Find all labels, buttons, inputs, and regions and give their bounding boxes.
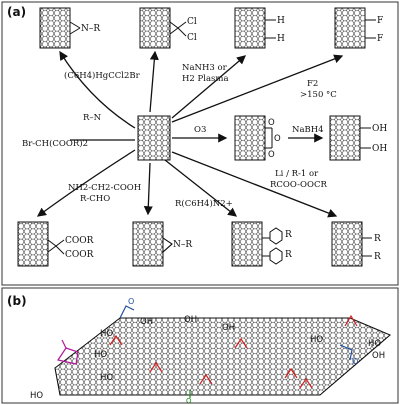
hydroxyl-label-4: HO	[100, 329, 113, 339]
hydroxyl-label-6: HO	[310, 335, 323, 345]
group-coor-2: COOR	[65, 250, 94, 260]
reagent-prato-2: R-CHO	[80, 194, 110, 204]
nanotube-top-right	[234, 7, 266, 49]
group-f-2: F	[377, 34, 383, 44]
group-r-aryl-1: R	[285, 230, 292, 240]
hydroxyl-label-3: OH	[222, 323, 235, 333]
svg-text:O: O	[274, 134, 281, 144]
reagent-fluorination-2: >150 °C	[300, 90, 337, 100]
nanotube-bottom-right	[231, 221, 263, 267]
pyrrolidine-ring	[162, 237, 173, 253]
panel-b-label: (b)	[7, 294, 27, 308]
hydroxyl-label-1: OH	[140, 317, 153, 327]
group-r-aryl-2: R	[285, 250, 292, 260]
svg-text:O: O	[128, 297, 134, 306]
hydroxyl-label-9: HO	[100, 373, 113, 383]
lactone-group	[57, 339, 79, 365]
reagent-diazonium: R(C6H4)N2+	[175, 198, 233, 209]
group-n-r-bottom: N–R	[173, 240, 192, 250]
panel-a-frame	[1, 1, 399, 286]
group-f-1: F	[377, 16, 383, 26]
group-coor-1: COOR	[65, 236, 94, 246]
carboxyl-groups	[119, 305, 353, 361]
nanotube-far-right	[334, 7, 366, 49]
nanotube-bottom-left	[17, 221, 49, 267]
svg-text:O: O	[268, 118, 275, 128]
reagent-alkylation-1: Li / R-1 or	[275, 169, 319, 179]
svg-text:O: O	[268, 150, 275, 160]
reagent-hydrogenation-2: H2 Plasma	[182, 74, 229, 84]
reagent-reduction: NaBH4	[292, 125, 324, 135]
nanotube-hydroxyl	[329, 115, 361, 161]
reagent-ozone: O3	[194, 125, 206, 135]
epoxide-groups	[109, 314, 358, 389]
nanotube-ozonide	[234, 115, 266, 161]
group-n-r-top: N–R	[81, 24, 100, 34]
reagent-fluorination-1: F2	[307, 79, 318, 89]
svg-text:O: O	[352, 357, 358, 366]
hydroxyl-label-5: HO	[94, 350, 107, 360]
reagent-prato-1: NH2-CH2-COOH	[68, 183, 141, 193]
hydroxyl-label-7: HO	[368, 339, 381, 349]
group-oh-1: OH	[372, 124, 387, 134]
nanotube-bottom-middle	[132, 221, 164, 267]
reagent-carbene: (C6H4)HgCCl2Br	[64, 70, 141, 81]
ozonide-ring: O O O	[265, 118, 281, 160]
reaction-arrows	[36, 50, 344, 218]
nanotube-bottom-far-right	[331, 221, 363, 267]
ketone-label: O	[186, 397, 192, 405]
panel-b-frame	[1, 287, 399, 404]
group-cl-1: Cl	[187, 17, 197, 27]
panel-a-label: (a)	[7, 5, 26, 19]
group-cl-2: Cl	[187, 33, 197, 43]
graphene-oxide-sheet: O O O	[54, 297, 392, 405]
group-oh-2: OH	[372, 144, 387, 154]
reagent-hydrogenation-1: NaNH3 or	[182, 63, 228, 73]
group-h-1: H	[277, 16, 285, 26]
hydroxyl-label-10: HO	[30, 391, 43, 401]
nanotube-top-left	[39, 7, 71, 49]
aryl-rings	[269, 227, 283, 265]
hydroxyl-label-2: OH	[184, 315, 197, 325]
reagent-alkylation-2: RCOO-OOCR	[270, 180, 327, 190]
nanotube-center	[137, 115, 171, 161]
group-h-2: H	[277, 34, 285, 44]
reagent-bingel: Br-CH(COOR)2	[22, 138, 88, 149]
group-r-alkyl-2: R	[374, 252, 381, 262]
nanotube-top-middle	[139, 7, 171, 49]
hydroxyl-label-8: OH	[372, 351, 385, 361]
reagent-nitrene: R–N	[83, 113, 102, 123]
group-r-alkyl-1: R	[374, 234, 381, 244]
